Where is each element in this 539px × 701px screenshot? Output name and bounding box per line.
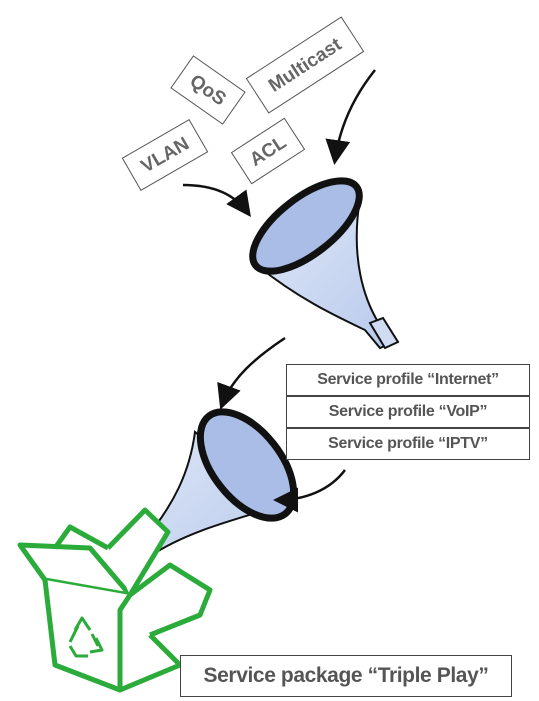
service-profile-internet: Service profile “Internet” — [286, 364, 530, 396]
funnel-icon — [249, 177, 400, 350]
service-profile-iptv: Service profile “IPTV” — [286, 428, 530, 460]
service-package: Service package “Triple Play” — [180, 655, 512, 697]
service-profile-voip: Service profile “VoIP” — [286, 396, 530, 428]
arrow-icon — [182, 183, 251, 218]
arrow-icon — [217, 336, 286, 410]
arrow-icon — [273, 469, 346, 513]
recycle-box-icon — [17, 507, 213, 693]
arrow-icon — [325, 69, 376, 165]
